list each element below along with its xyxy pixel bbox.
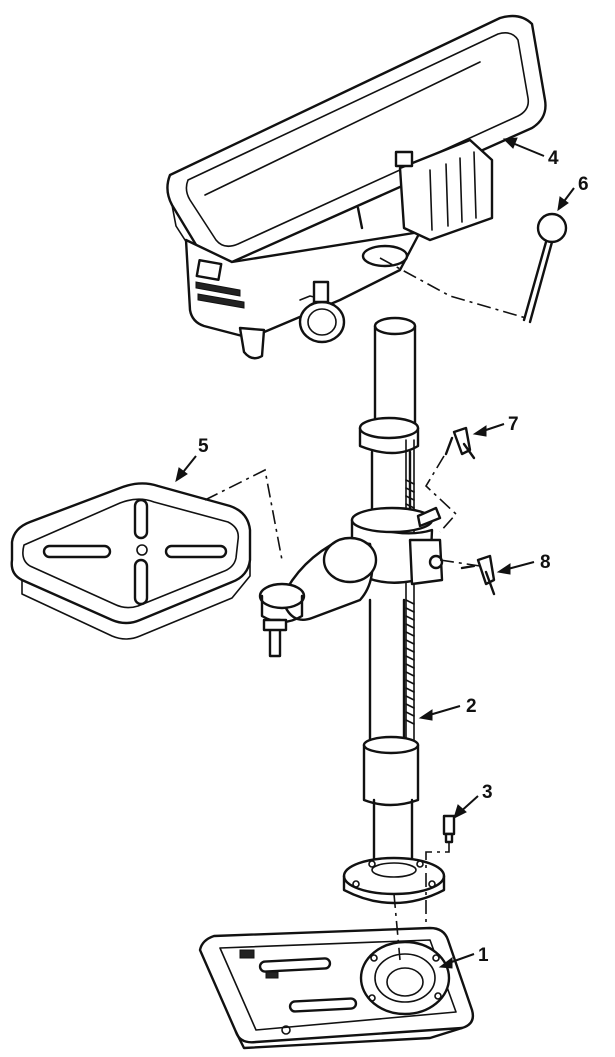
drill-press-base (198, 893, 475, 1050)
crank-handle-upper (424, 426, 476, 533)
work-table (10, 468, 283, 640)
callout-label-2: 2 (466, 696, 477, 717)
callout-4: 4 (502, 137, 559, 169)
callout-label-6: 6 (578, 174, 589, 195)
mounting-bolt (425, 814, 456, 930)
callout-8: 8 (496, 552, 551, 575)
callout-label-3: 3 (482, 782, 493, 803)
column (342, 316, 446, 905)
feed-handle (379, 212, 568, 324)
drill-press-head (166, 14, 547, 360)
crank-handle-lower (439, 554, 496, 596)
callout-label-8: 8 (540, 552, 551, 573)
callout-1: 1 (438, 945, 489, 969)
callout-label-1: 1 (478, 945, 489, 966)
callout-label-4: 4 (548, 148, 559, 169)
callout-2: 2 (418, 696, 477, 721)
callout-6: 6 (557, 174, 589, 212)
callout-3: 3 (453, 782, 493, 819)
callout-label-5: 5 (198, 436, 209, 457)
table-bracket (258, 506, 444, 658)
callout-7: 7 (472, 414, 519, 437)
callout-5: 5 (175, 436, 209, 483)
callout-label-7: 7 (508, 414, 519, 435)
